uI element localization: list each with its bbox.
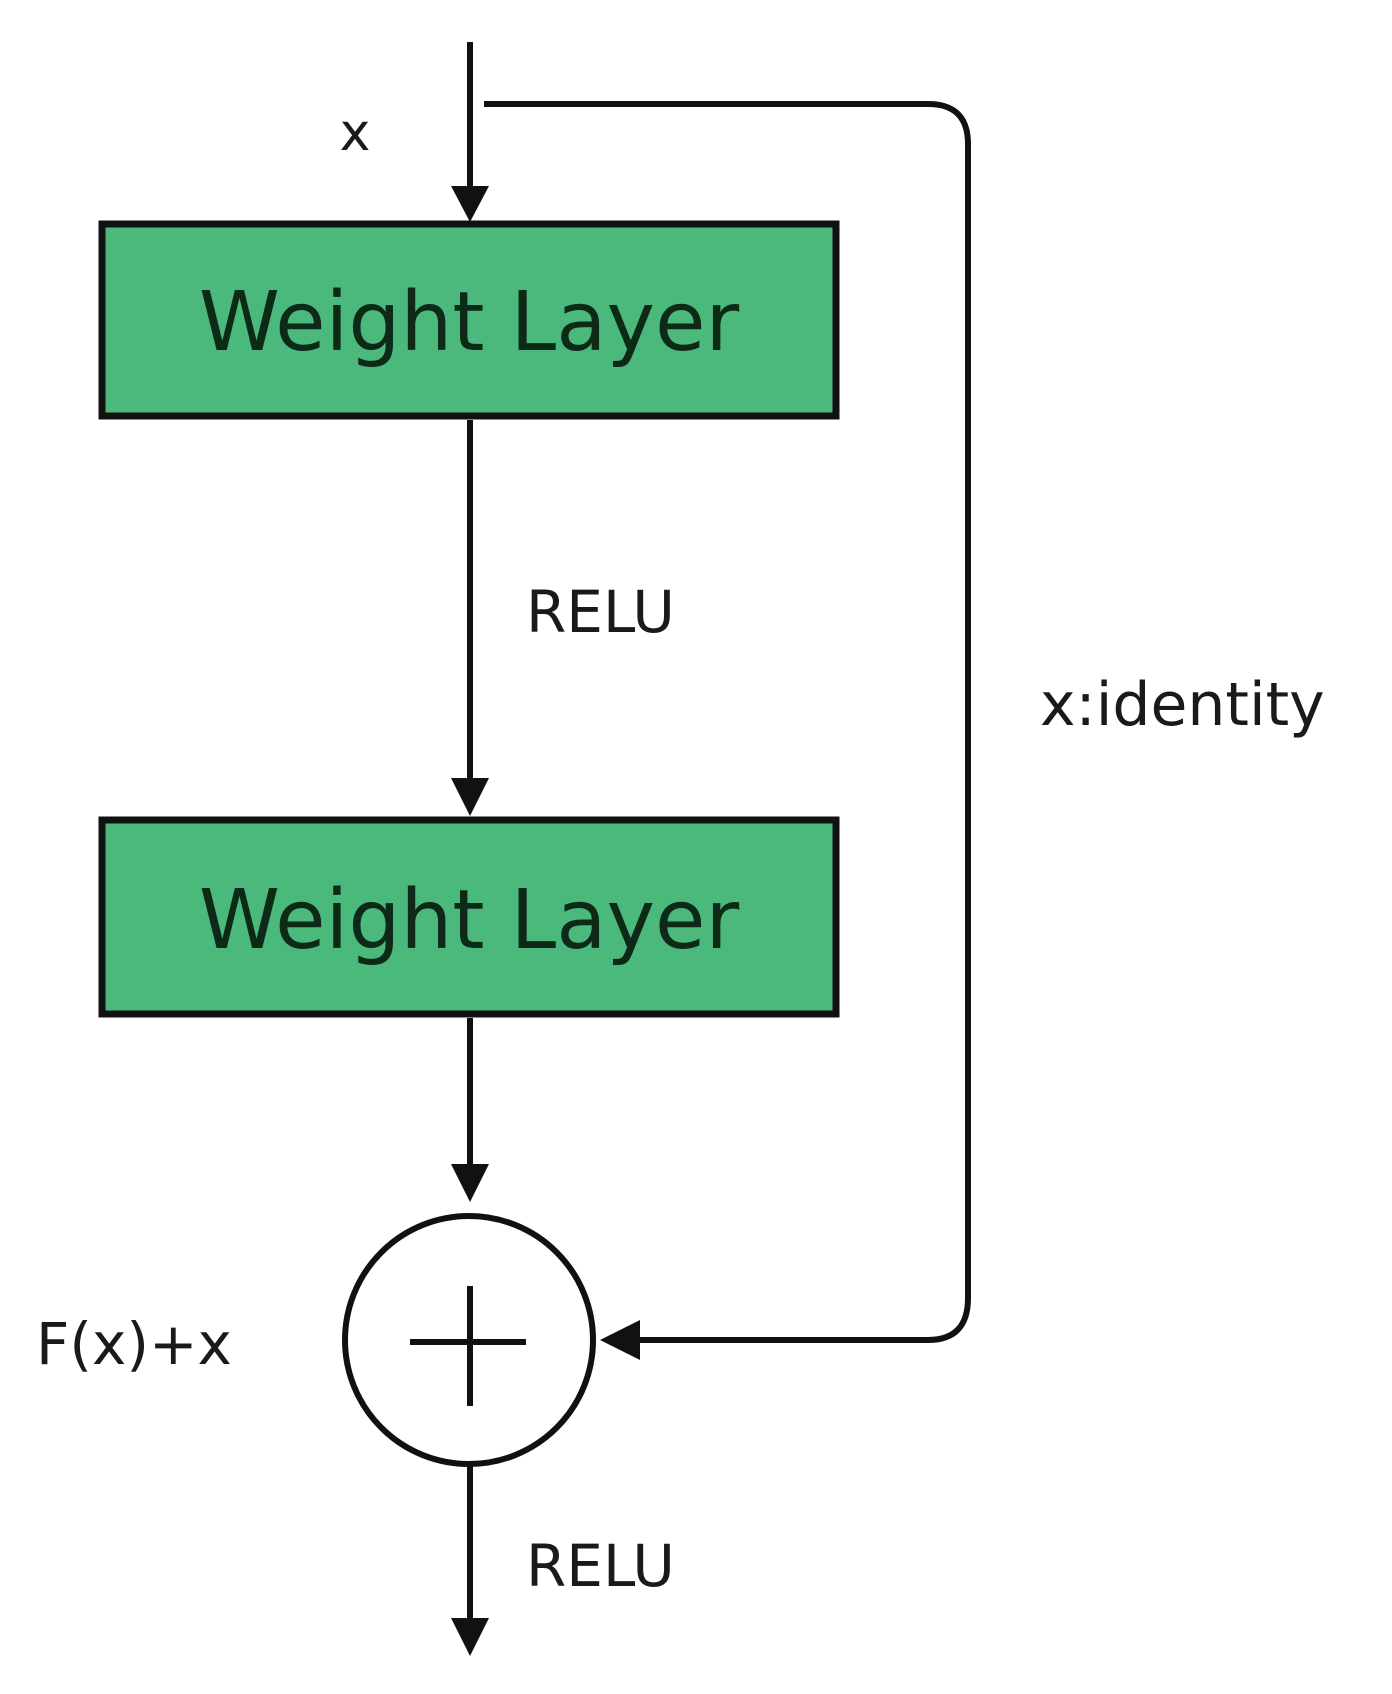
- relu-output-label: RELU: [526, 1532, 675, 1600]
- weight-layer-2: Weight Layer: [98, 816, 840, 1018]
- skip-label: x:identity: [1040, 670, 1325, 740]
- input-arrow: [451, 42, 489, 222]
- input-label: x: [340, 103, 371, 163]
- relu-middle-label: RELU: [526, 578, 675, 646]
- weight-layer-1: Weight Layer: [98, 220, 840, 420]
- adder-input-arrow: [451, 1018, 489, 1202]
- weight-layer-2-label: Weight Layer: [199, 873, 740, 968]
- weight-layer-1-label: Weight Layer: [199, 275, 740, 370]
- skip-connection: [484, 101, 971, 1360]
- output-arrow: [451, 1464, 489, 1656]
- adder-node: [342, 1213, 596, 1467]
- sum-label: F(x)+x: [36, 1310, 232, 1378]
- middle-arrow: [451, 420, 489, 816]
